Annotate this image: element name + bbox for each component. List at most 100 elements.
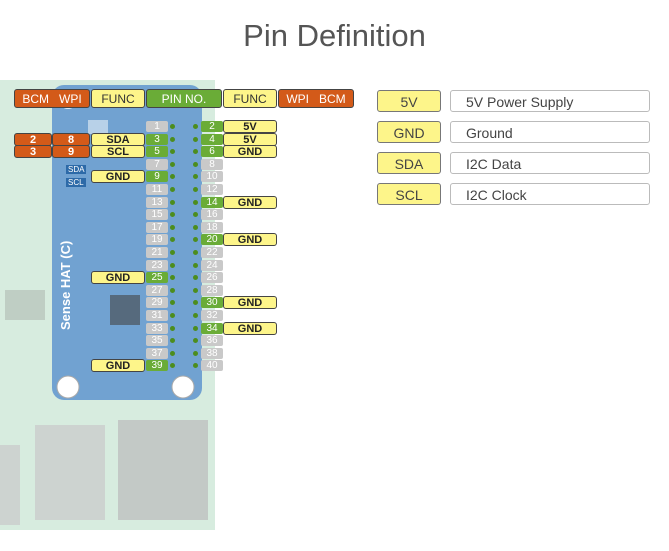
pin-dot-15 <box>170 212 175 218</box>
pin-dot-11 <box>170 187 175 192</box>
pin-28: 28 <box>201 284 223 296</box>
pin-dot-1 <box>170 124 175 129</box>
pin-1: 1 <box>146 121 168 132</box>
pin-34: 34 <box>201 322 223 334</box>
legend-desc-scl: I2C Clock <box>450 183 650 205</box>
pin-7: 7 <box>146 158 168 170</box>
board-name: Sense HAT (C) <box>58 240 73 330</box>
header-func-right: FUNC <box>223 89 277 108</box>
header-bcm-right: BCM <box>319 92 346 106</box>
left-func-pin-5: SCL <box>91 145 145 159</box>
pin-dot-37 <box>170 350 175 356</box>
pin-dot-16 <box>193 212 198 218</box>
left-bcm-pin-5: 3 <box>14 145 52 159</box>
pin-dot-14 <box>193 199 198 205</box>
header-bcm-wpi-left: BCM WPI <box>14 89 90 108</box>
right-func-pin-6: GND <box>223 145 277 159</box>
pin-dot-36 <box>193 338 198 344</box>
page-title: Pin Definition <box>243 18 426 53</box>
left-func-pin-3: SDA <box>91 132 145 146</box>
pin-dot-26 <box>193 275 198 281</box>
right-func-pin-20: GND <box>223 233 277 247</box>
pin-dot-28 <box>193 287 198 293</box>
pin-16: 16 <box>201 209 223 221</box>
pin-dot-32 <box>193 313 198 318</box>
pin-36: 36 <box>201 335 223 347</box>
legend-key-5v: 5V <box>377 90 441 112</box>
pin-25: 25 <box>146 272 168 284</box>
pin-23: 23 <box>146 259 168 271</box>
pin-13: 13 <box>146 196 168 208</box>
pin-dot-4 <box>193 136 198 142</box>
pin-dot-33 <box>170 325 175 331</box>
pin-12: 12 <box>201 184 223 195</box>
pin-11: 11 <box>146 184 168 195</box>
board-scl-label: SCL <box>66 178 86 187</box>
pin-dot-6 <box>193 149 198 155</box>
pin-dot-20 <box>193 237 198 243</box>
pin-dot-18 <box>193 224 198 230</box>
pin-dot-29 <box>170 300 175 306</box>
pin-4: 4 <box>201 133 223 145</box>
pin-dot-17 <box>170 224 175 230</box>
pin-30: 30 <box>201 297 223 309</box>
left-func-pin-9: GND <box>91 170 145 184</box>
header-func-left: FUNC <box>91 89 145 108</box>
legend-key-gnd: GND <box>377 121 441 143</box>
pin-35: 35 <box>146 335 168 347</box>
pin-dot-5 <box>170 149 175 155</box>
pin-26: 26 <box>201 272 223 284</box>
pin-6: 6 <box>201 146 223 158</box>
pin-9: 9 <box>146 171 168 183</box>
pin-dot-24 <box>193 262 198 268</box>
pin-31: 31 <box>146 310 168 321</box>
pin-38: 38 <box>201 347 223 359</box>
right-func-pin-4: 5V <box>223 132 277 146</box>
left-func-pin-25: GND <box>91 271 145 285</box>
legend-desc-sda: I2C Data <box>450 152 650 174</box>
left-func-pin-39: GND <box>91 359 145 373</box>
pin-15: 15 <box>146 209 168 221</box>
pin-21: 21 <box>146 247 168 258</box>
legend-key-scl: SCL <box>377 183 441 205</box>
right-func-pin-2: 5V <box>223 120 277 133</box>
pin-dot-38 <box>193 350 198 356</box>
header-wpi-bcm-right: WPI BCM <box>278 89 354 108</box>
header-wpi: WPI <box>59 92 82 106</box>
pin-dot-23 <box>170 262 175 268</box>
pin-dot-27 <box>170 287 175 293</box>
pin-dot-19 <box>170 237 175 243</box>
pin-dot-35 <box>170 338 175 344</box>
pin-dot-40 <box>193 363 198 369</box>
legend-key-sda: SDA <box>377 152 441 174</box>
pin-3: 3 <box>146 133 168 145</box>
pin-5: 5 <box>146 146 168 158</box>
left-wpi-pin-5: 9 <box>52 145 90 159</box>
pin-40: 40 <box>201 360 223 372</box>
pin-dot-7 <box>170 161 175 167</box>
pin-22: 22 <box>201 247 223 258</box>
pin-39: 39 <box>146 360 168 372</box>
right-func-pin-34: GND <box>223 321 277 335</box>
pin-10: 10 <box>201 171 223 183</box>
pin-dot-12 <box>193 187 198 192</box>
pin-2: 2 <box>201 121 223 132</box>
pin-dot-31 <box>170 313 175 318</box>
right-func-pin-14: GND <box>223 195 277 209</box>
header-wpi-right: WPI <box>286 92 309 106</box>
pin-dot-22 <box>193 250 198 255</box>
board-sda-label: SDA <box>66 165 87 174</box>
pin-dot-39 <box>170 363 175 369</box>
legend-desc-gnd: Ground <box>450 121 650 143</box>
legend-desc-5v: 5V Power Supply <box>450 90 650 112</box>
pin-dot-25 <box>170 275 175 281</box>
pin-19: 19 <box>146 234 168 246</box>
header-bcm: BCM <box>22 92 49 106</box>
pin-27: 27 <box>146 284 168 296</box>
pin-14: 14 <box>201 196 223 208</box>
pin-dot-2 <box>193 124 198 129</box>
pin-37: 37 <box>146 347 168 359</box>
pin-dot-3 <box>170 136 175 142</box>
pin-18: 18 <box>201 221 223 233</box>
pin-dot-8 <box>193 161 198 167</box>
